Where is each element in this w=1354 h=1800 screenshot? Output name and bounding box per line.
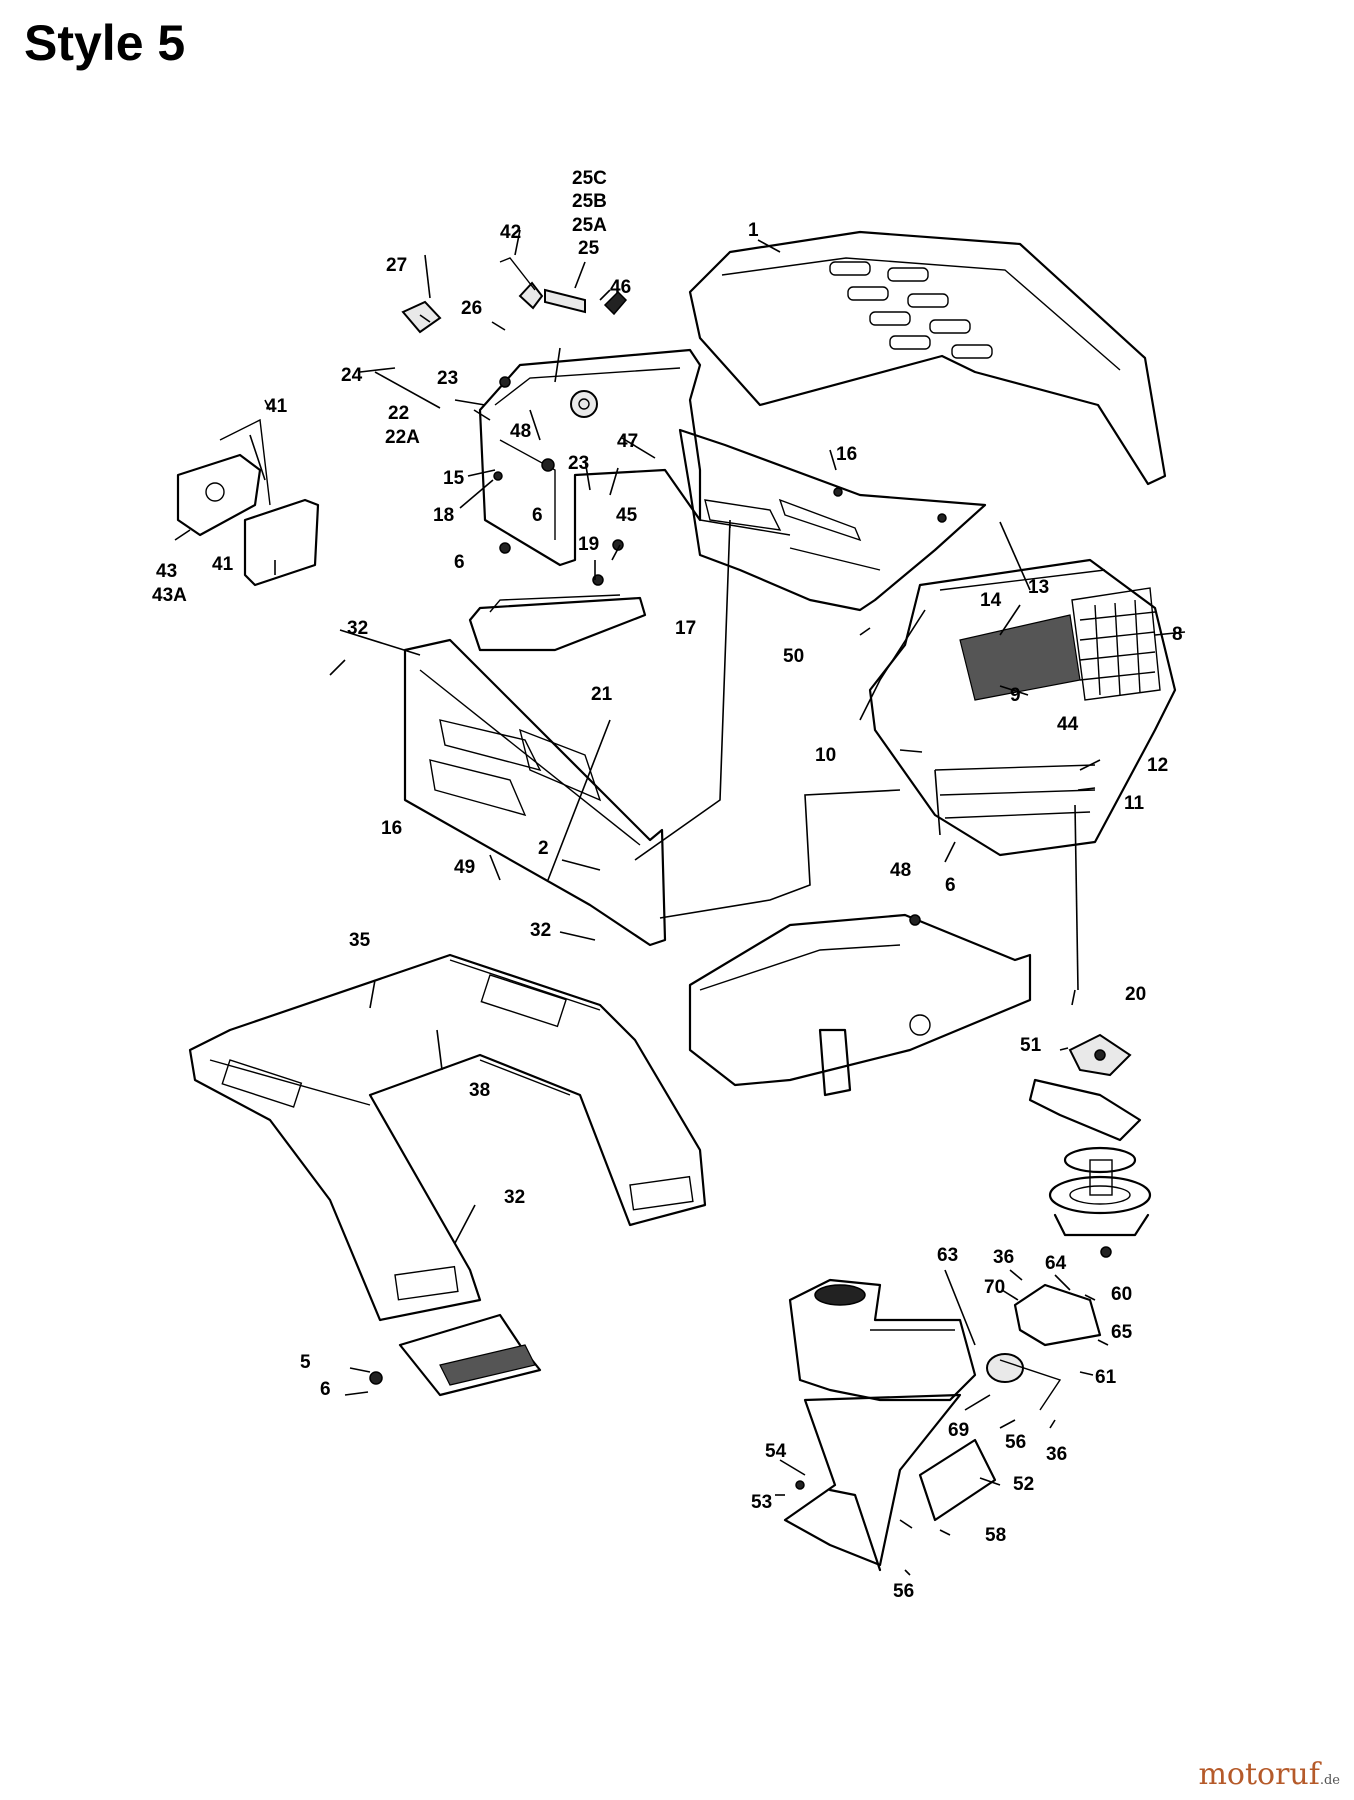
callout-47: 47 (617, 431, 638, 452)
callout-22: 22 (388, 403, 409, 424)
part-dashboard-panel (478, 348, 702, 567)
callout-24: 24 (341, 365, 363, 386)
callout-36a: 36 (993, 1247, 1014, 1268)
callout-50: 50 (783, 646, 804, 667)
callout-1: 1 (748, 220, 759, 241)
part-frame (688, 913, 1032, 1097)
callout-65: 65 (1111, 1322, 1133, 1343)
part-dash-cover (678, 428, 987, 612)
callout-27: 27 (386, 255, 407, 276)
callout-26: 26 (461, 298, 482, 319)
callout-25c: 25C (572, 168, 607, 189)
callout-43: 43 (156, 561, 177, 582)
callout-15: 15 (443, 468, 465, 489)
callout-6b: 6 (454, 552, 465, 573)
callout-10: 10 (815, 745, 836, 766)
callout-6a: 6 (532, 505, 543, 526)
callout-21: 21 (591, 684, 613, 705)
callout-43a: 43A (152, 585, 187, 606)
callout-2: 2 (538, 838, 549, 859)
callout-41b: 41 (212, 554, 234, 575)
callout-32c: 32 (504, 1187, 525, 1208)
part-hood (688, 230, 1167, 486)
callout-13: 13 (1028, 577, 1049, 598)
part-left-bracket (176, 418, 320, 587)
callout-25a: 25A (572, 215, 607, 236)
callout-22a: 22A (385, 427, 420, 448)
callout-48b: 48 (890, 860, 911, 881)
callout-17: 17 (675, 618, 696, 639)
callout-69: 69 (948, 1420, 969, 1441)
part-front-grille (403, 638, 667, 947)
callout-52: 52 (1013, 1474, 1034, 1495)
callout-20: 20 (1125, 984, 1146, 1005)
part-pulley-belt (1028, 1078, 1152, 1258)
callout-8: 8 (1172, 624, 1183, 645)
part-fan (1068, 1033, 1132, 1077)
callout-35: 35 (349, 930, 371, 951)
callout-16b: 16 (381, 818, 402, 839)
callout-6c: 6 (945, 875, 956, 896)
callout-56a: 56 (1005, 1432, 1026, 1453)
watermark-suffix: .de (1319, 1773, 1340, 1788)
callout-19: 19 (578, 534, 599, 555)
callout-36b: 36 (1046, 1444, 1067, 1465)
callout-23b: 23 (568, 453, 589, 474)
part-support-bracket (468, 594, 647, 652)
callout-42: 42 (500, 222, 521, 243)
part-engine (788, 1278, 1024, 1402)
callout-23a: 23 (437, 368, 458, 389)
callout-49: 49 (454, 857, 475, 878)
callout-70: 70 (984, 1277, 1005, 1298)
callout-11: 11 (1124, 793, 1145, 814)
callout-9: 9 (1010, 685, 1021, 706)
callout-58: 58 (985, 1525, 1006, 1546)
diagram-title: Style 5 (24, 15, 186, 71)
callout-44: 44 (1057, 714, 1079, 735)
part-lower-shroud (783, 1393, 997, 1572)
callout-5: 5 (300, 1352, 311, 1373)
callout-18: 18 (433, 505, 454, 526)
part-engine-bracket (999, 1283, 1102, 1411)
callout-61: 61 (1095, 1367, 1117, 1388)
part-fender (188, 953, 707, 1322)
callout-38: 38 (469, 1080, 490, 1101)
callout-6d: 6 (320, 1379, 331, 1400)
watermark-logo: motoruf.de (1198, 1757, 1340, 1792)
callout-labels: 1 25C 25B 25A 25 42 46 27 26 24 23 22 22… (152, 168, 1183, 1602)
callout-41a: 41 (266, 396, 288, 417)
part-small-hardware (401, 257, 947, 586)
callout-16a: 16 (836, 444, 857, 465)
leader-lines (547, 519, 1079, 991)
callout-64: 64 (1045, 1253, 1067, 1274)
callout-54: 54 (765, 1441, 787, 1462)
callout-60: 60 (1111, 1284, 1132, 1305)
part-step-plate (369, 1313, 542, 1397)
part-grille-housing (868, 558, 1177, 857)
callout-32a: 32 (347, 618, 368, 639)
callout-53: 53 (751, 1492, 772, 1513)
callout-45: 45 (616, 505, 638, 526)
callout-12: 12 (1147, 755, 1168, 776)
callout-14: 14 (980, 590, 1002, 611)
callout-63: 63 (937, 1245, 958, 1266)
callout-32b: 32 (530, 920, 551, 941)
callout-48a: 48 (510, 421, 531, 442)
callout-46: 46 (610, 277, 631, 298)
callout-51: 51 (1020, 1035, 1042, 1056)
callout-leaders (174, 229, 1186, 1576)
callout-25b: 25B (572, 191, 607, 212)
watermark-brand: motoruf (1198, 1757, 1320, 1792)
callout-25: 25 (578, 238, 600, 259)
callout-56b: 56 (893, 1581, 914, 1602)
